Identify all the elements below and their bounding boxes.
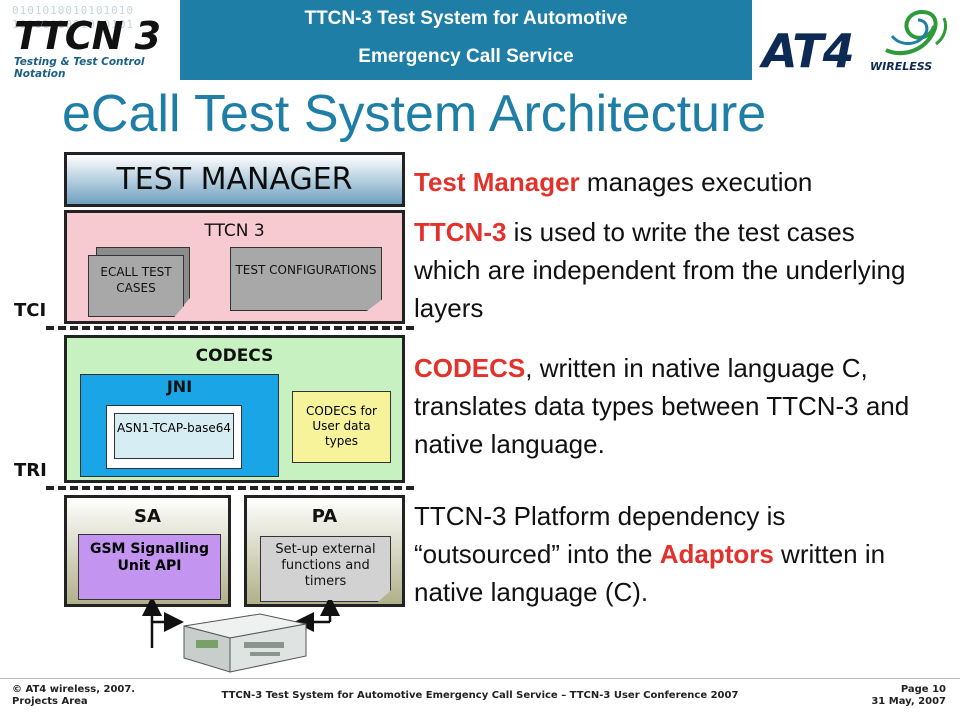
pa-label: PA — [247, 506, 402, 527]
ecall-test-cases-doc: ECALL TEST CASES — [88, 255, 184, 317]
codecs-label: CODECS — [67, 346, 402, 366]
ttcn3-description: TTCN-3 is used to write the test cases w… — [414, 213, 914, 327]
tri-label: TRI — [14, 460, 47, 481]
tri-interface-line — [46, 486, 414, 490]
footer-divider — [0, 678, 960, 679]
header-title-line2: Emergency Call Service — [180, 44, 752, 70]
codecs-user-data-types-box: CODECS for User data types — [292, 391, 391, 463]
sa-label: SA — [67, 506, 228, 527]
sa-box: SA GSM Signalling Unit API — [64, 495, 231, 607]
ttcn3-box: TTCN 3 ECALL TEST CASES TEST CONFIGURATI… — [64, 210, 405, 324]
ttcn3-label: TTCN 3 — [67, 221, 402, 241]
at4-word: AT4 — [762, 24, 854, 78]
adaptors-description: TTCN-3 Platform dependency is “outsource… — [414, 497, 894, 611]
jni-box: JNI ASN1-TCAP-base64 — [80, 374, 279, 477]
test-manager-label: TEST MANAGER — [67, 155, 402, 205]
logo-tagline: Testing & Test Control Notation — [14, 56, 180, 78]
codecs-description: CODECS, written in native language C, tr… — [414, 349, 914, 463]
header-title-line1: TTCN-3 Test System for Automotive — [180, 6, 752, 32]
codecs-box: CODECS JNI ASN1-TCAP-base64 CODECS for U… — [64, 335, 405, 483]
asn1-tcap-base64-box: ASN1-TCAP-base64 — [114, 413, 234, 459]
test-configurations-doc: TEST CONFIGURATIONS — [230, 247, 382, 311]
header-banner: TTCN-3 Test System for Automotive Emerge… — [180, 0, 752, 80]
wireless-word: WIRELESS — [870, 60, 932, 73]
pa-box: PA Set-up external functions and timers — [244, 495, 405, 607]
footer-left: © AT4 wireless, 2007. Projects Area — [12, 684, 135, 708]
logo-word: TTCN 3 — [14, 14, 160, 58]
test-manager-box: TEST MANAGER — [64, 152, 405, 207]
swirl-icon — [878, 6, 956, 60]
footer-right: Page 10 31 May, 2007 — [820, 684, 946, 708]
gsm-signalling-unit-api-box: GSM Signalling Unit API — [78, 534, 221, 600]
hardware-device-icon — [140, 600, 340, 680]
asn1-frame: ASN1-TCAP-base64 — [106, 405, 242, 469]
footer-center: TTCN-3 Test System for Automotive Emerge… — [200, 690, 760, 702]
test-manager-description: Test Manager manages execution — [414, 163, 934, 201]
tci-interface-line — [46, 326, 414, 330]
slide-title: eCall Test System Architecture — [62, 84, 766, 144]
at4-wireless-logo: AT4 WIRELESS — [760, 4, 960, 80]
setup-external-functions-doc: Set-up external functions and timers — [260, 536, 391, 602]
jni-label: JNI — [81, 377, 278, 396]
tci-label: TCI — [14, 300, 46, 321]
